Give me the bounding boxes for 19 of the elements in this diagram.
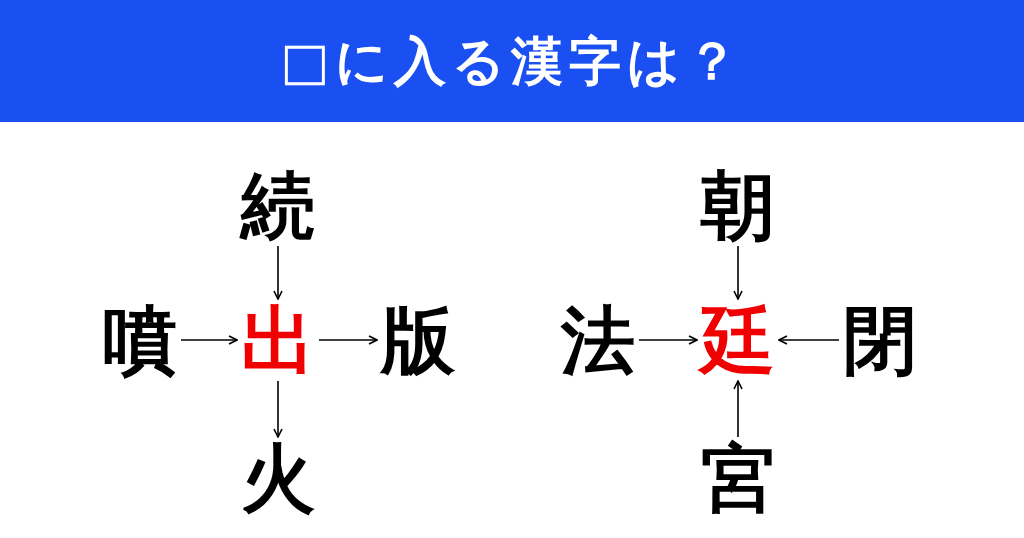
kanji: 噴 bbox=[101, 301, 179, 379]
kanji: 続 bbox=[239, 166, 317, 244]
arrow bbox=[180, 335, 238, 345]
arrow bbox=[638, 335, 698, 345]
title: □に入る漢字は？ bbox=[278, 30, 746, 93]
arrow bbox=[778, 335, 840, 345]
arrow bbox=[273, 245, 283, 300]
kanji: 法 bbox=[559, 301, 637, 379]
kanji: 朝 bbox=[699, 166, 777, 244]
kanji: 火 bbox=[239, 439, 317, 517]
arrow bbox=[733, 380, 743, 438]
kanji: 宮 bbox=[699, 439, 777, 517]
answer-kanji: 出 bbox=[239, 301, 317, 379]
kanji: 版 bbox=[379, 301, 457, 379]
arrow bbox=[273, 380, 283, 438]
kanji: 閉 bbox=[841, 301, 919, 379]
answer-kanji: 廷 bbox=[699, 301, 777, 379]
arrow bbox=[733, 245, 743, 300]
arrow bbox=[318, 335, 378, 345]
